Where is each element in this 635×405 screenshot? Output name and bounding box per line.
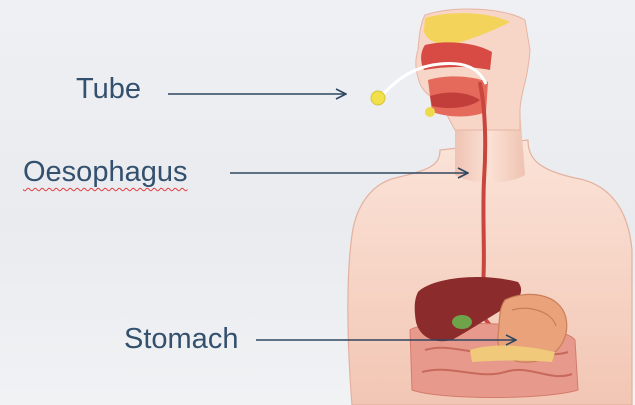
label-tube: Tube <box>76 75 141 104</box>
gallbladder <box>452 315 472 329</box>
chin-marker <box>425 107 435 117</box>
label-oesophagus: Oesophagus <box>23 158 187 187</box>
tube-end-bulb <box>371 91 385 105</box>
label-stomach: Stomach <box>124 325 238 354</box>
